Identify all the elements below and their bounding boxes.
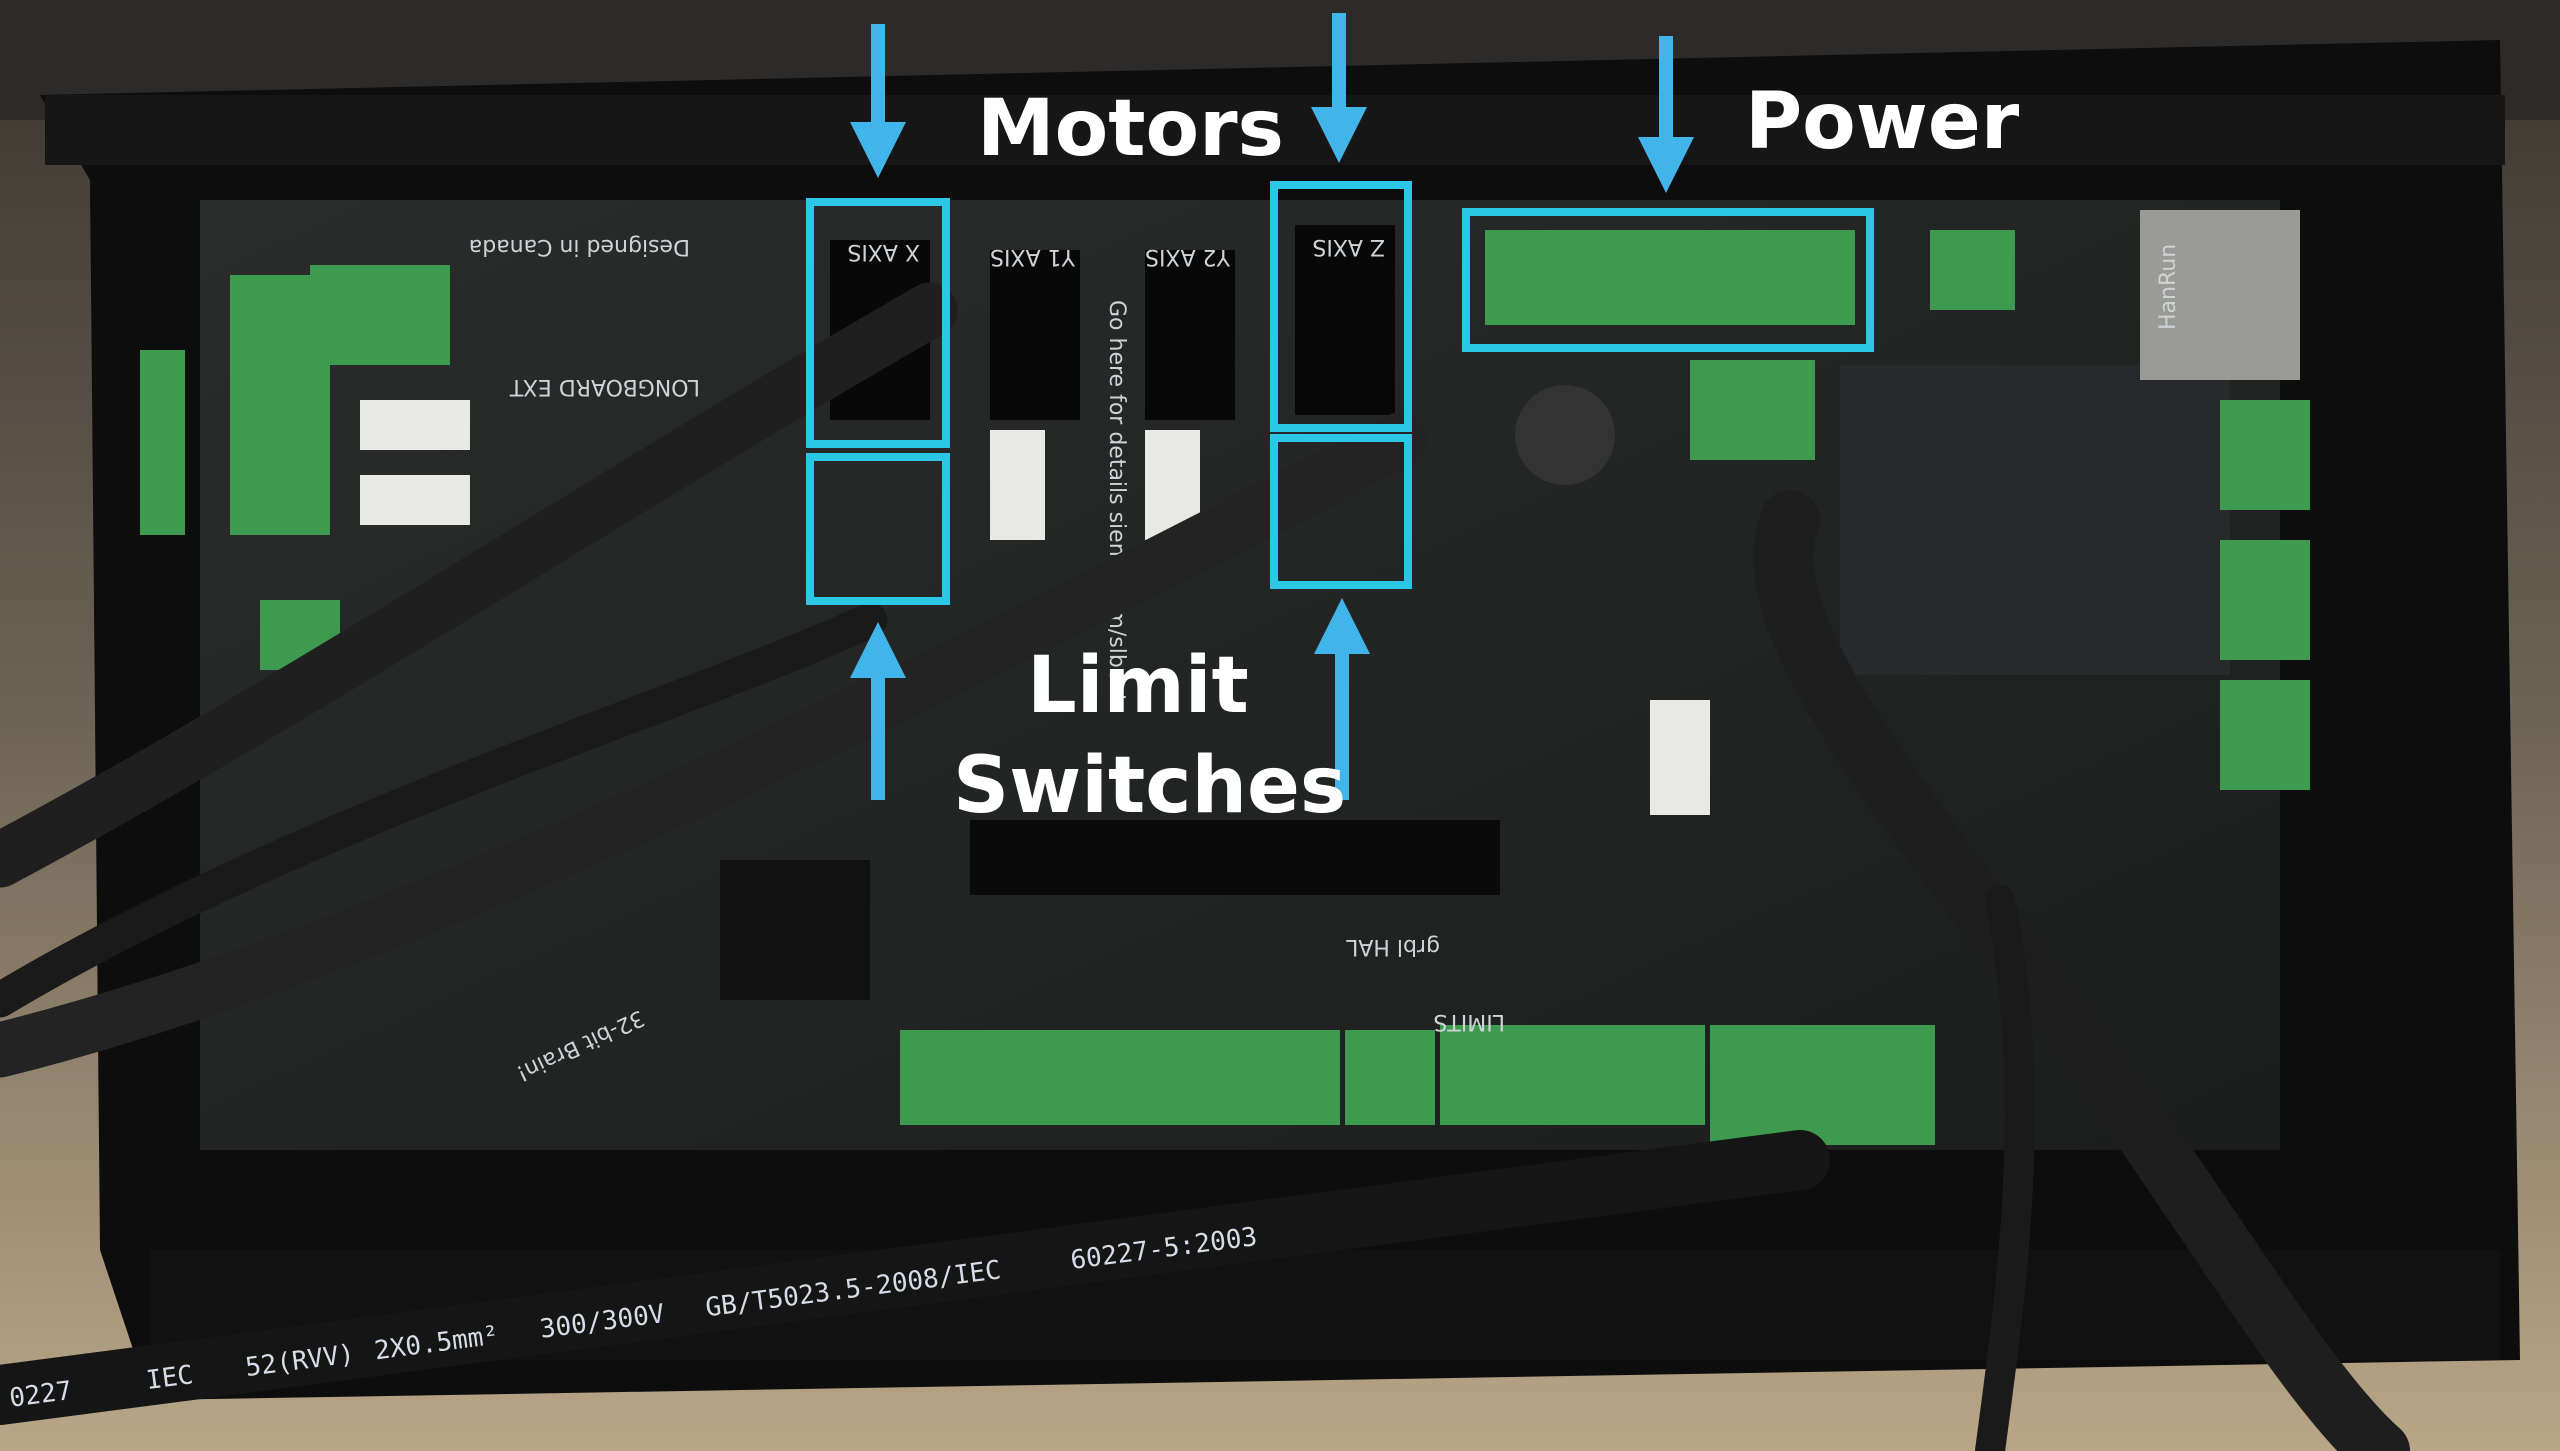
y1-motor-socket <box>990 250 1080 420</box>
limit-switches-label-line2: Switches <box>953 741 1346 831</box>
header-connector <box>970 820 1500 895</box>
cable-print-segment: IEC <box>145 1360 195 1396</box>
inductor <box>1515 385 1615 485</box>
silk-z-axis: Z AXIS <box>1312 234 1385 259</box>
x-limit-highlight-box <box>806 453 950 605</box>
motors-label: Motors <box>977 84 1284 174</box>
limit-connector <box>990 430 1045 540</box>
terminal-blocks <box>140 230 2310 1145</box>
limit-connector <box>360 400 470 450</box>
limit-connector <box>1650 700 1710 815</box>
silk-details: Go here for details sienci.com/slbext <box>1104 300 1129 703</box>
relay-brand: HanRun <box>2156 244 2181 330</box>
x-motor-highlight-box <box>806 198 950 448</box>
z-motor-highlight-box <box>1270 181 1412 432</box>
power-highlight-box <box>1462 208 1874 352</box>
y2-motor-socket <box>1145 250 1235 420</box>
transformer <box>1840 365 2230 675</box>
limit-switches-label-line1: Limit <box>1027 641 1249 731</box>
silk-y1-axis: Y1 AXIS <box>990 244 1076 269</box>
microcontroller <box>720 860 870 1000</box>
power-label: Power <box>1745 77 2020 167</box>
enclosure-top-rail <box>45 95 2505 165</box>
silk-x-axis: X AXIS <box>847 239 920 264</box>
z-limit-highlight-box <box>1270 434 1412 589</box>
limit-connector <box>360 475 470 525</box>
silk-designed: Designed in Canada <box>469 234 690 259</box>
silk-board-name: LONGBOARD EXT <box>509 374 700 399</box>
ethernet-port <box>2140 210 2300 380</box>
silk-limits: LIMITS <box>1433 1009 1505 1034</box>
cables <box>0 282 2410 1451</box>
silk-firmware: grbl HAL <box>1345 934 1440 959</box>
z-motor-socket <box>1295 225 1395 415</box>
silk-y2-axis: Y2 AXIS <box>1145 244 1231 269</box>
